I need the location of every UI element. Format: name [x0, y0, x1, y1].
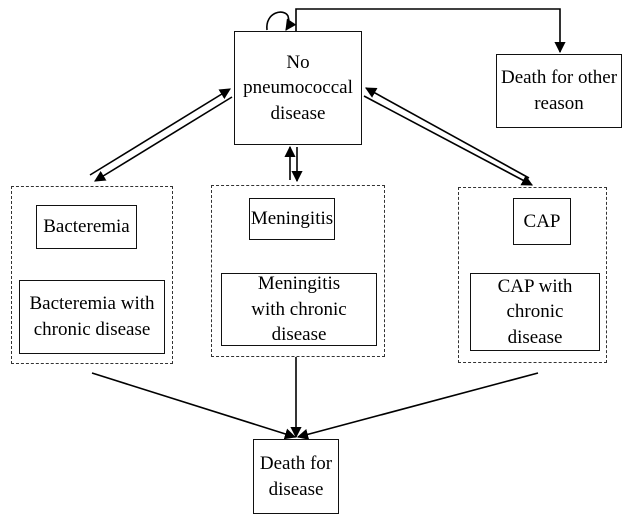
node-death-for-disease-label: Death for disease: [259, 452, 333, 500]
meningitis-group: [211, 185, 385, 357]
arrow-no-disease-to-cap: [363, 95, 533, 186]
node-meningitis-chronic-label: Meningitis with chronic disease: [251, 273, 347, 346]
node-cap-chronic: CAP with chronic disease: [470, 273, 600, 351]
cap-group: [458, 187, 607, 363]
node-no-pneumococcal-disease-label: No pneumococcal disease: [243, 51, 353, 124]
bacteremia-group: [11, 186, 173, 364]
arrow-bacteremia-to-no-disease: [89, 88, 231, 176]
node-death-other-reason-label: Death for other reason: [500, 67, 618, 114]
node-meningitis-label: Meningitis: [250, 208, 334, 230]
node-cap: CAP: [513, 198, 571, 245]
node-cap-chronic-label: CAP with chronic disease: [497, 275, 573, 348]
arrow-no-disease-to-bacteremia: [94, 96, 233, 182]
node-bacteremia-chronic-label: Bacteremia with chronic disease: [29, 293, 155, 340]
arrow-bacteremia-to-death: [91, 372, 297, 440]
arrow-cap-to-death: [296, 372, 539, 440]
arrow-to-death-other: [295, 8, 566, 54]
node-meningitis-chronic: Meningitis with chronic disease: [221, 273, 377, 346]
self-loop-arrow: [266, 11, 297, 31]
node-bacteremia-label: Bacteremia: [43, 216, 130, 238]
node-cap-label: CAP: [523, 210, 561, 232]
node-death-other-reason: Death for other reason: [496, 54, 622, 128]
node-bacteremia: Bacteremia: [36, 205, 137, 249]
node-bacteremia-chronic: Bacteremia with chronic disease: [19, 280, 165, 354]
arrow-cap-to-no-disease: [365, 87, 530, 179]
node-meningitis: Meningitis: [249, 198, 335, 240]
node-death-for-disease: Death for disease: [253, 439, 339, 514]
node-no-pneumococcal-disease: No pneumococcal disease: [234, 31, 362, 145]
